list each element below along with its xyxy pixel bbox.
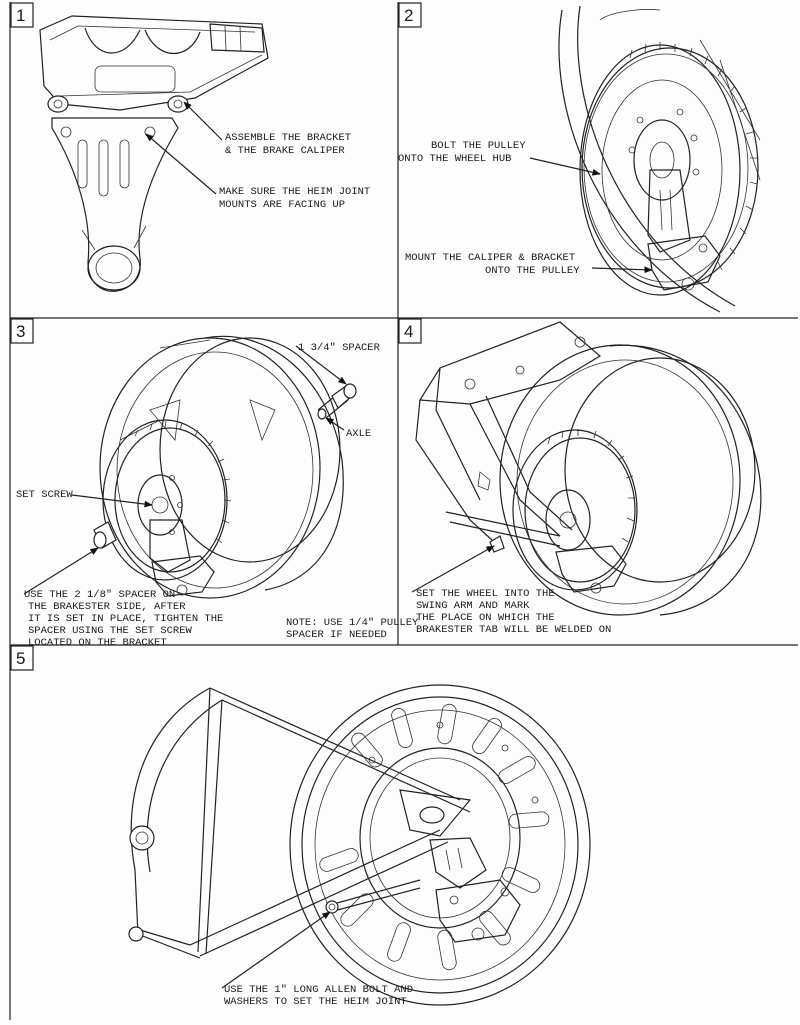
note-allen-bolt: USE THE 1" LONG ALLEN BOLT AND WASHERS T… <box>224 984 419 1008</box>
panel-5: 5 <box>10 645 591 1008</box>
leader-mount-caliper <box>591 266 653 274</box>
step-number-2: 2 <box>404 6 413 25</box>
step-number-3: 3 <box>16 322 25 341</box>
label-set-screw: SET SCREW <box>16 489 73 501</box>
step-number-box-5 <box>10 645 34 671</box>
pulley-teeth <box>629 42 758 271</box>
swing-arm-wheel-drawing <box>415 321 762 616</box>
step-number-4: 4 <box>404 322 413 341</box>
leader-allen-bolt <box>221 911 331 989</box>
leader-assemble <box>183 101 223 141</box>
note-spacer-brakester-side: USE THE 2 1/8" SPACER ON THE BRAKESTER S… <box>24 589 230 649</box>
note-mount-caliper: MOUNT THE CALIPER & BRACKET ONTO THE PUL… <box>405 252 581 277</box>
note-pulley-spacer: NOTE: USE 1/4" PULLEY SPACER IF NEEDED <box>286 617 425 641</box>
step-number-box-3 <box>10 318 34 344</box>
note-assemble-bracket: ASSEMBLE THE BRACKET & THE BRAKE CALIPER <box>225 132 357 157</box>
step-number-5: 5 <box>16 649 25 668</box>
leader-axle <box>325 417 345 431</box>
note-bolt-pulley: BOLT THE PULLEY ONTO THE WHEEL HUB <box>398 140 532 165</box>
step-number-box-1 <box>10 2 34 28</box>
wheel-pulley-drawing <box>558 5 761 313</box>
note-set-wheel: SET THE WHEEL INTO THE SWING ARM AND MAR… <box>416 588 611 636</box>
wheel-spoke-cutouts <box>319 703 550 971</box>
step-number-box-4 <box>398 318 422 344</box>
leader-heim-joint <box>145 133 217 195</box>
panel-2: 2 <box>398 2 761 313</box>
wheel-assembly-drawing-3 <box>93 335 357 599</box>
label-spacer-1-3-4: 1 3/4" SPACER <box>298 342 381 354</box>
panel-4: 4 <box>398 318 762 636</box>
step-number-1: 1 <box>16 6 25 25</box>
leader-brakester-tab <box>411 545 495 593</box>
final-assembly-drawing <box>128 684 591 1006</box>
panel-grid <box>9 2 798 1020</box>
leader-spacer-2-1-8 <box>23 547 99 595</box>
label-axle: AXLE <box>346 428 371 440</box>
leader-set-screw <box>71 494 153 508</box>
panel-3: 3 <box>10 318 425 649</box>
leader-bolt-pulley <box>529 157 601 176</box>
panel-1: 1 ASSEMBLE T <box>10 2 377 292</box>
step-number-box-2 <box>398 2 422 28</box>
note-heim-joint: MAKE SURE THE HEIM JOINT MOUNTS ARE FACI… <box>219 186 377 211</box>
leader-spacer-3-4 <box>295 345 347 385</box>
